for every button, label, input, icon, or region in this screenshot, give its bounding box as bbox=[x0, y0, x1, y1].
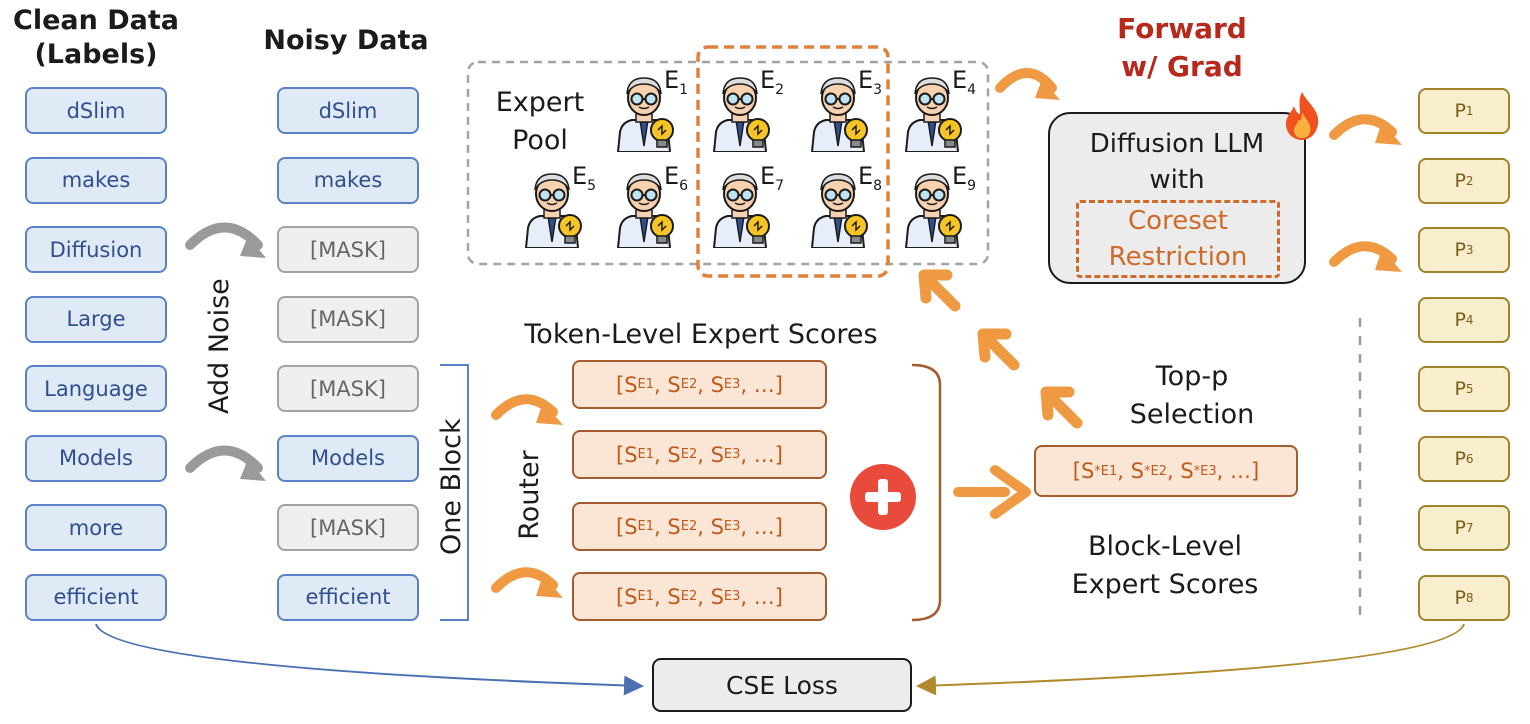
cse-loss-box: CSE Loss bbox=[652, 658, 912, 712]
cse-loss-label: CSE Loss bbox=[726, 670, 838, 700]
selected-experts-outline bbox=[696, 45, 890, 278]
add-noise-arrow-1 bbox=[185, 222, 266, 258]
forward-arrow bbox=[995, 68, 1060, 100]
masked-token-3: [MASK] bbox=[277, 295, 419, 343]
lightbulb-icon bbox=[650, 118, 674, 148]
clean-token-7: efficient bbox=[25, 573, 167, 621]
lightbulb-icon bbox=[938, 214, 962, 244]
clean-token-2: Diffusion bbox=[25, 226, 167, 273]
topp-arrow-2 bbox=[977, 328, 1020, 371]
token-scores-title: Token-Level Expert Scores bbox=[524, 319, 878, 350]
clean-token-4: Language bbox=[25, 365, 167, 412]
noisy-token-1: makes bbox=[277, 156, 419, 204]
scientist-icon bbox=[806, 72, 870, 153]
aggregate-arrow bbox=[953, 465, 1031, 519]
clean-token-0: dSlim bbox=[25, 87, 167, 134]
expert-label-2: E2 bbox=[760, 66, 785, 98]
scientist-icon bbox=[900, 168, 964, 249]
clean-token-1: makes bbox=[25, 156, 167, 204]
scientist-icon bbox=[520, 168, 584, 249]
block-scores-title: Block-Level Expert Scores bbox=[1071, 531, 1259, 600]
plus-icon bbox=[848, 462, 918, 532]
topp-arrow-3 bbox=[918, 269, 961, 312]
clean-token-6: more bbox=[25, 504, 167, 551]
expert-pool-outline bbox=[466, 60, 990, 266]
clean-token-5: Models bbox=[25, 434, 167, 482]
coreset-label: Coreset Restriction bbox=[1108, 206, 1248, 272]
expert-label-7: E7 bbox=[760, 162, 785, 194]
noisy-token-7: efficient bbox=[277, 573, 419, 621]
lightbulb-icon bbox=[938, 118, 962, 148]
output-to-loss-line bbox=[916, 623, 1465, 696]
masked-token-6: [MASK] bbox=[277, 504, 419, 551]
output-arrow-1 bbox=[1329, 114, 1402, 145]
router-arrow-1 bbox=[491, 394, 563, 425]
lightbulb-icon bbox=[558, 214, 582, 244]
expert-label-4: E4 bbox=[952, 66, 977, 98]
router-arrow-2 bbox=[491, 567, 563, 598]
expert-label-1: E1 bbox=[664, 66, 689, 98]
topp-label: Top-p Selection bbox=[1129, 361, 1255, 430]
lightbulb-icon bbox=[844, 118, 868, 148]
scientist-icon bbox=[900, 72, 964, 153]
diffusion-llm-box: Diffusion LLM with Coreset Restriction bbox=[1048, 112, 1306, 284]
token-scores-bracket bbox=[911, 363, 942, 622]
expert-label-5: E5 bbox=[572, 162, 597, 194]
fire-icon bbox=[1282, 90, 1322, 142]
coreset-box: Coreset Restriction bbox=[1076, 200, 1280, 278]
clean-token-3: Large bbox=[25, 295, 167, 343]
noisy-token-0: dSlim bbox=[277, 87, 419, 134]
output-arrow-2 bbox=[1329, 241, 1402, 272]
clean-to-loss-line bbox=[95, 623, 644, 696]
expert-label-8: E8 bbox=[858, 162, 883, 194]
expert-pool-label: Expert Pool bbox=[495, 87, 585, 156]
masked-token-2: [MASK] bbox=[277, 226, 419, 273]
scientist-icon bbox=[708, 72, 772, 153]
scientist-icon bbox=[612, 168, 676, 249]
lightbulb-icon bbox=[746, 214, 770, 244]
add-noise-arrow-2 bbox=[185, 445, 266, 481]
expert-label-6: E6 bbox=[664, 162, 689, 194]
noisy-token-5: Models bbox=[277, 434, 419, 482]
lightbulb-icon bbox=[844, 214, 868, 244]
one-block-label: One Block bbox=[436, 418, 467, 555]
lightbulb-icon bbox=[746, 118, 770, 148]
expert-label-9: E9 bbox=[952, 162, 977, 194]
scientist-icon bbox=[806, 168, 870, 249]
forward-label: Forward w/ Grad bbox=[1117, 12, 1247, 83]
router-label: Router bbox=[514, 450, 545, 540]
masked-token-4: [MASK] bbox=[277, 365, 419, 412]
llm-title: Diffusion LLM with bbox=[1089, 129, 1265, 195]
expert-label-3: E3 bbox=[858, 66, 883, 98]
one-block-bracket bbox=[440, 364, 469, 621]
lightbulb-icon bbox=[650, 214, 674, 244]
block-score-box: [S*E1, S*E2, S*E3, …] bbox=[1034, 445, 1298, 497]
scientist-icon bbox=[708, 168, 772, 249]
add-noise-label: Add Noise bbox=[204, 278, 235, 414]
noisy-data-header: Noisy Data bbox=[263, 25, 429, 56]
scientist-icon bbox=[612, 72, 676, 153]
clean-data-header: Clean Data (Labels) bbox=[13, 5, 179, 70]
topp-arrow-1 bbox=[1040, 386, 1083, 429]
